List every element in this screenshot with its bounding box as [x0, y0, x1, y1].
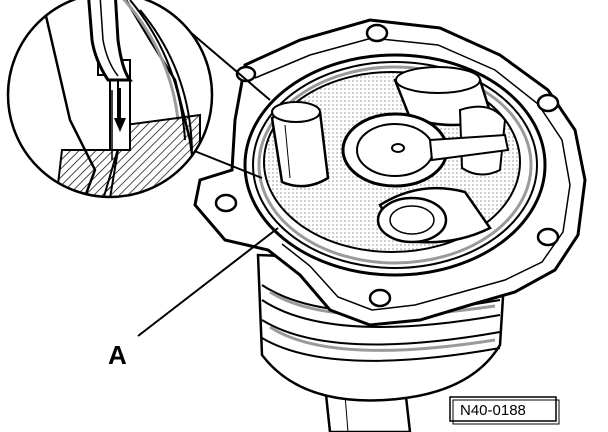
bolt-hole	[214, 193, 238, 213]
bolt-hole	[368, 288, 392, 308]
bolt-hole	[235, 65, 257, 83]
bolt-hole	[365, 23, 389, 43]
reference-code-box: N40-0188	[449, 396, 560, 425]
down-arrow-icon	[114, 88, 126, 132]
detail-zoom-circle	[6, 0, 214, 199]
leader-line-a	[137, 227, 279, 337]
reference-code: N40-0188	[460, 402, 526, 419]
bolt-holes	[214, 23, 560, 308]
inner-housing	[263, 66, 521, 253]
callout-label-a: A	[108, 340, 127, 370]
bolt-hole	[536, 227, 560, 247]
bolt-hole	[536, 93, 560, 113]
